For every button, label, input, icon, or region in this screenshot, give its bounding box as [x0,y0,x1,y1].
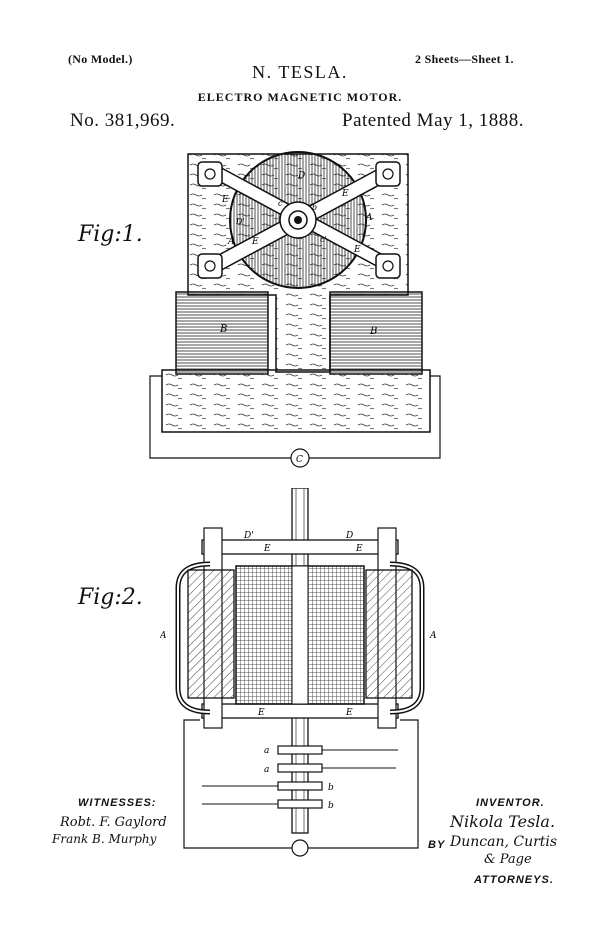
fig2-letter: a [264,765,269,775]
fig2-letter: A [160,631,167,641]
sheet-count: 2 Sheets—Sheet 1. [415,52,514,66]
inventor-signature: Nikola Tesla. [450,812,556,831]
model-note: (No Model.) [68,52,133,66]
fig1-letter: D [297,171,305,181]
fig2-letter: E [355,544,363,554]
fig1-letter: b [312,203,317,212]
fig1-label: Fig:1. [78,222,143,247]
witness-signature-2: Frank B. Murphy [52,832,157,846]
fig1-drawing: D E E E E c b c' D' A A B B C [149,151,441,468]
fig1-letter: E [353,245,361,255]
fig1-letter: D' [235,217,245,226]
attorney-signature-2: & Page [484,852,532,867]
invention-title: ELECTRO MAGNETIC MOTOR. [197,90,403,104]
fig2-letter: E [345,708,353,718]
fig1-letter: B [219,324,227,335]
fig1-letter: B [369,326,377,337]
witnesses-label: WITNESSES: [78,797,157,809]
fig1-letter: A [227,237,235,247]
fig2-letter: A [429,631,437,641]
inventor-name: N. TESLA. [252,62,348,82]
fig2-letter: b [328,783,334,793]
fig2-letter: D' [243,531,254,541]
fig2-letter: E [263,544,271,554]
attorneys-label: ATTORNEYS. [474,874,554,886]
fig2-letter: a [264,746,269,756]
fig1-letter: E [251,237,259,247]
fig1-letter: E [341,189,349,199]
fig1-letter: C [296,455,303,465]
fig1-letter: c' [320,235,327,244]
fig1-letter: c [278,199,283,208]
fig1-letter: E [221,195,229,205]
inventor-label: INVENTOR. [476,797,545,809]
fig2-letter: b [328,801,334,811]
fig1-letter: A [365,213,373,223]
witness-signature-1: Robt. F. Gaylord [60,815,167,830]
patent-number: No. 381,969. [70,110,176,131]
patent-date: Patented May 1, 1888. [342,110,525,131]
fig2-drawing: D' D E E E E A A a a b b [160,488,437,857]
fig2-label: Fig:2. [78,585,143,610]
by-label: BY [428,839,446,851]
attorney-signature-1: Duncan, Curtis [450,834,558,850]
fig2-letter: E [257,708,265,718]
fig2-letter: D [345,531,353,541]
